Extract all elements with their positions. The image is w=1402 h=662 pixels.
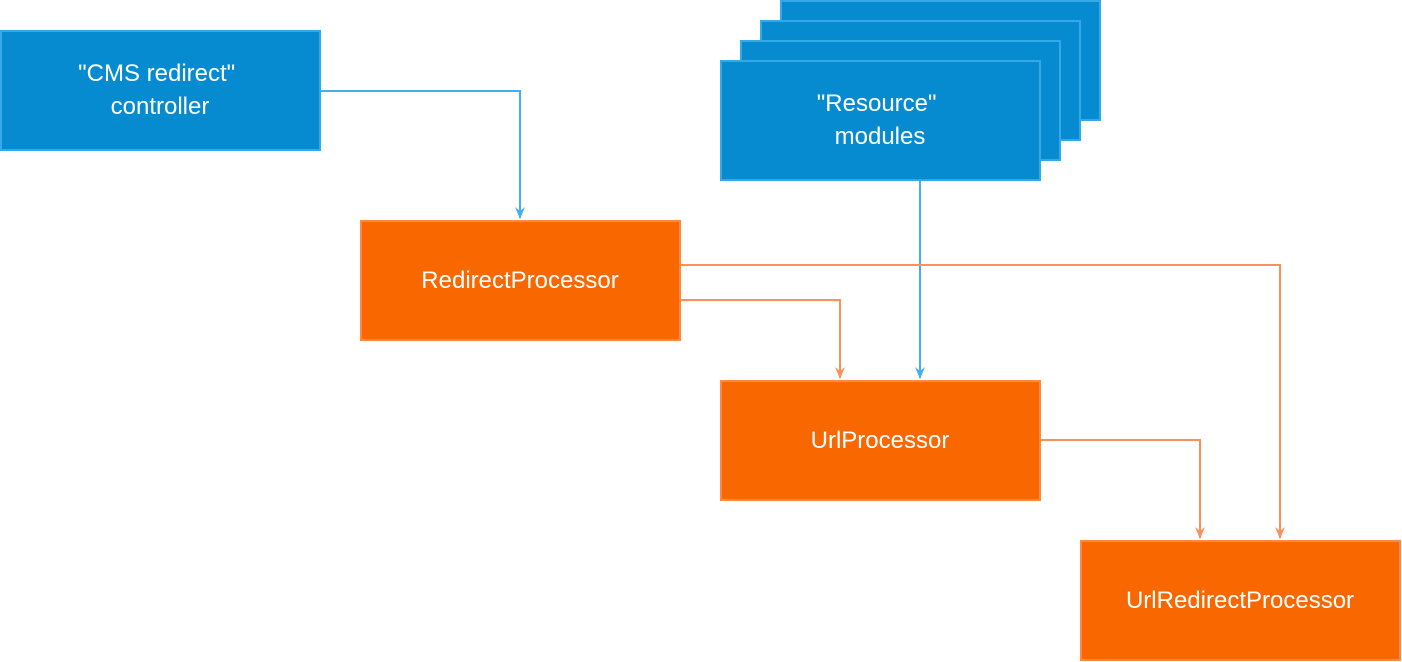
cms-redirect-controller-box	[0, 30, 321, 151]
resource-modules-label: "Resource" modules	[817, 90, 943, 150]
edge-controller-to-redirectprocessor	[321, 90, 525, 219]
url-processor-node: UrlProcessor	[720, 380, 1041, 501]
resource-modules-label-line1: "Resource"	[817, 90, 937, 117]
url-processor-box	[720, 380, 1041, 501]
url-redirect-processor-label: UrlRedirectProcessor	[1126, 587, 1354, 614]
cms-redirect-controller-label-line1: "CMS redirect"	[78, 60, 235, 87]
cms-redirect-controller-node: "CMS redirect" controller	[0, 30, 321, 151]
edge-urlprocessor-to-urlredirectprocessor	[1041, 439, 1205, 539]
redirect-processor-node: RedirectProcessor	[360, 220, 681, 341]
cms-redirect-controller-label: "CMS redirect" controller	[78, 60, 242, 120]
resource-modules-box	[720, 60, 1041, 181]
cms-redirect-controller-label-line2: controller	[111, 93, 210, 120]
resource-modules-label-line2: modules	[835, 123, 926, 150]
url-processor-label: UrlProcessor	[811, 427, 950, 454]
redirect-processor-label: RedirectProcessor	[421, 267, 618, 294]
url-redirect-processor-box	[1080, 540, 1401, 661]
redirect-processor-box	[360, 220, 681, 341]
resource-modules-stack: "Resource" modules	[720, 0, 1101, 181]
resource-modules-node: "Resource" modules	[720, 60, 1041, 181]
edge-redirectprocessor-to-urlredirectprocessor	[681, 264, 1285, 539]
edges	[321, 90, 1285, 539]
edge-redirectprocessor-to-urlprocessor	[681, 299, 845, 379]
url-redirect-processor-node: UrlRedirectProcessor	[1080, 540, 1401, 661]
